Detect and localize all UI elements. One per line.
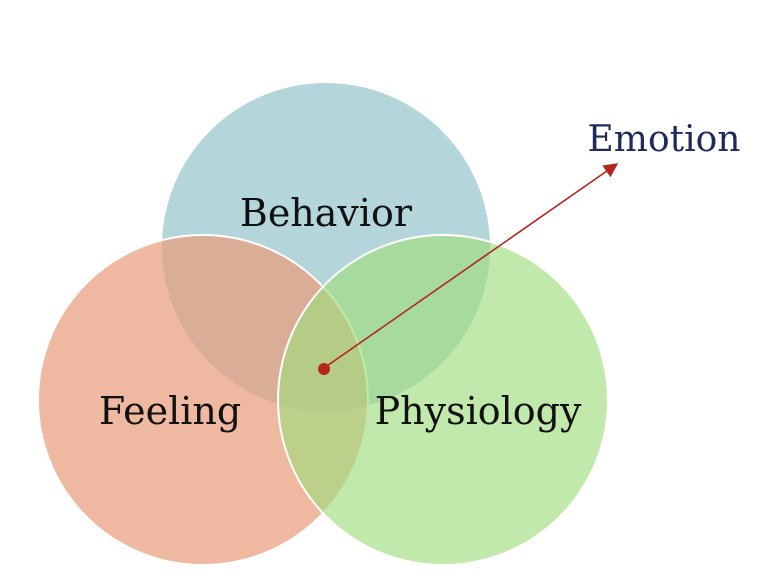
intersection-dot xyxy=(318,363,330,375)
emotion-label: Emotion xyxy=(588,119,741,160)
physiology-label: Physiology xyxy=(375,389,582,433)
emotion-arrow xyxy=(323,163,619,369)
behavior-label: Behavior xyxy=(240,191,413,235)
feeling-label: Feeling xyxy=(99,389,241,433)
physiology-circle xyxy=(277,234,609,566)
